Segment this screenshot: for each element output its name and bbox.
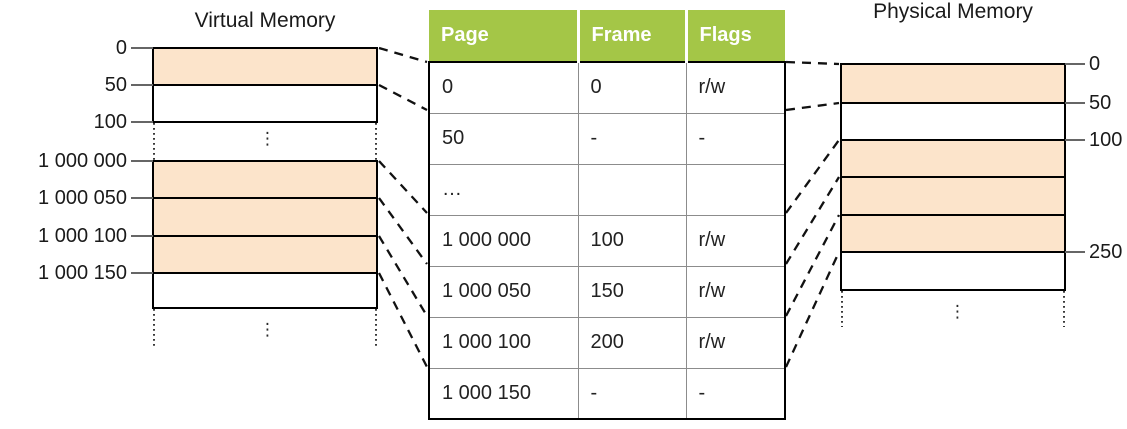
page-table-row: 1 000 150-- bbox=[428, 367, 786, 420]
mapping-connector bbox=[785, 101, 840, 112]
virtual-address-label: 0 bbox=[115, 37, 127, 59]
mapping-connector bbox=[378, 83, 428, 112]
virtual-address-label: 1 000 000 bbox=[38, 150, 127, 172]
virtual-memory-block bbox=[152, 235, 378, 274]
mapping-connector bbox=[784, 214, 841, 317]
page-table-cell: r/w bbox=[685, 316, 786, 369]
virtual-address-label: 100 bbox=[93, 111, 127, 133]
physical-memory-block bbox=[840, 63, 1066, 104]
virtual-address-label: 1 000 150 bbox=[38, 262, 127, 284]
physical-memory-block bbox=[840, 251, 1066, 291]
physical-address-label: 0 bbox=[1089, 53, 1101, 75]
mapping-connector bbox=[785, 176, 840, 265]
page-table-header-cell: Flags bbox=[684, 10, 785, 62]
page-table-cell bbox=[685, 163, 786, 216]
physical-memory-title: Physical Memory bbox=[873, 0, 1033, 23]
mapping-connector bbox=[784, 251, 841, 368]
page-table-cell: 0 bbox=[577, 61, 687, 114]
page-table-cell: 1 000 150 bbox=[428, 367, 579, 420]
mapping-connector bbox=[378, 197, 428, 265]
mapping-connector bbox=[378, 160, 428, 214]
mapping-connector bbox=[785, 60, 840, 66]
mapping-connector bbox=[785, 139, 840, 214]
physical-address-label: 250 bbox=[1089, 241, 1123, 263]
virtual-memory-bottom-ellipsis: ⋮ bbox=[259, 320, 276, 339]
page-table-cell: - bbox=[685, 112, 786, 165]
page-table-row: 50-- bbox=[428, 112, 786, 165]
physical-address-label: 50 bbox=[1089, 92, 1112, 114]
page-table-cell: 0 bbox=[428, 61, 579, 114]
mapping-connector bbox=[378, 46, 428, 64]
page-table-header-cell: Frame bbox=[576, 10, 686, 62]
virtual-address-label: 1 000 050 bbox=[38, 187, 127, 209]
page-table-cell: 1 000 000 bbox=[428, 214, 579, 267]
page-table-cell: r/w bbox=[685, 61, 786, 114]
page-table-cell: 150 bbox=[577, 265, 687, 318]
page-table-cell: r/w bbox=[685, 265, 786, 318]
page-table-cell: - bbox=[577, 367, 687, 420]
virtual-memory-gap-ellipsis: ⋮ bbox=[259, 129, 276, 148]
virtual-memory-block bbox=[152, 160, 378, 199]
page-table-cell: - bbox=[685, 367, 786, 420]
physical-memory-block bbox=[840, 214, 1066, 253]
virtual-address-label: 1 000 100 bbox=[38, 225, 127, 247]
virtual-memory-block bbox=[152, 272, 378, 309]
page-table-cell bbox=[577, 163, 687, 216]
mapping-connector bbox=[377, 272, 429, 368]
page-table-header-cell: Page bbox=[429, 10, 578, 62]
physical-address-label: 100 bbox=[1089, 129, 1123, 151]
page-table-cell: 50 bbox=[428, 112, 579, 165]
virtual-memory-block bbox=[152, 197, 378, 237]
page-table-row: … bbox=[428, 163, 786, 216]
physical-memory-block bbox=[840, 176, 1066, 216]
page-table-cell: … bbox=[428, 163, 579, 216]
virtual-memory-block bbox=[152, 84, 378, 123]
physical-memory-block bbox=[840, 102, 1066, 141]
mapping-connector bbox=[378, 235, 428, 317]
virtual-memory-title: Virtual Memory bbox=[194, 9, 336, 32]
virtual-address-label: 50 bbox=[104, 74, 127, 96]
page-table-cell: r/w bbox=[685, 214, 786, 267]
page-table-cell: 100 bbox=[577, 214, 687, 267]
page-table-cell: 1 000 100 bbox=[428, 316, 579, 369]
physical-memory-block bbox=[840, 139, 1066, 178]
page-table-cell: 1 000 050 bbox=[428, 265, 579, 318]
page-table-cell: 200 bbox=[577, 316, 687, 369]
physical-memory-bottom-ellipsis: ⋮ bbox=[949, 302, 966, 321]
page-table-cell: - bbox=[577, 112, 687, 165]
virtual-memory-block bbox=[152, 47, 378, 86]
